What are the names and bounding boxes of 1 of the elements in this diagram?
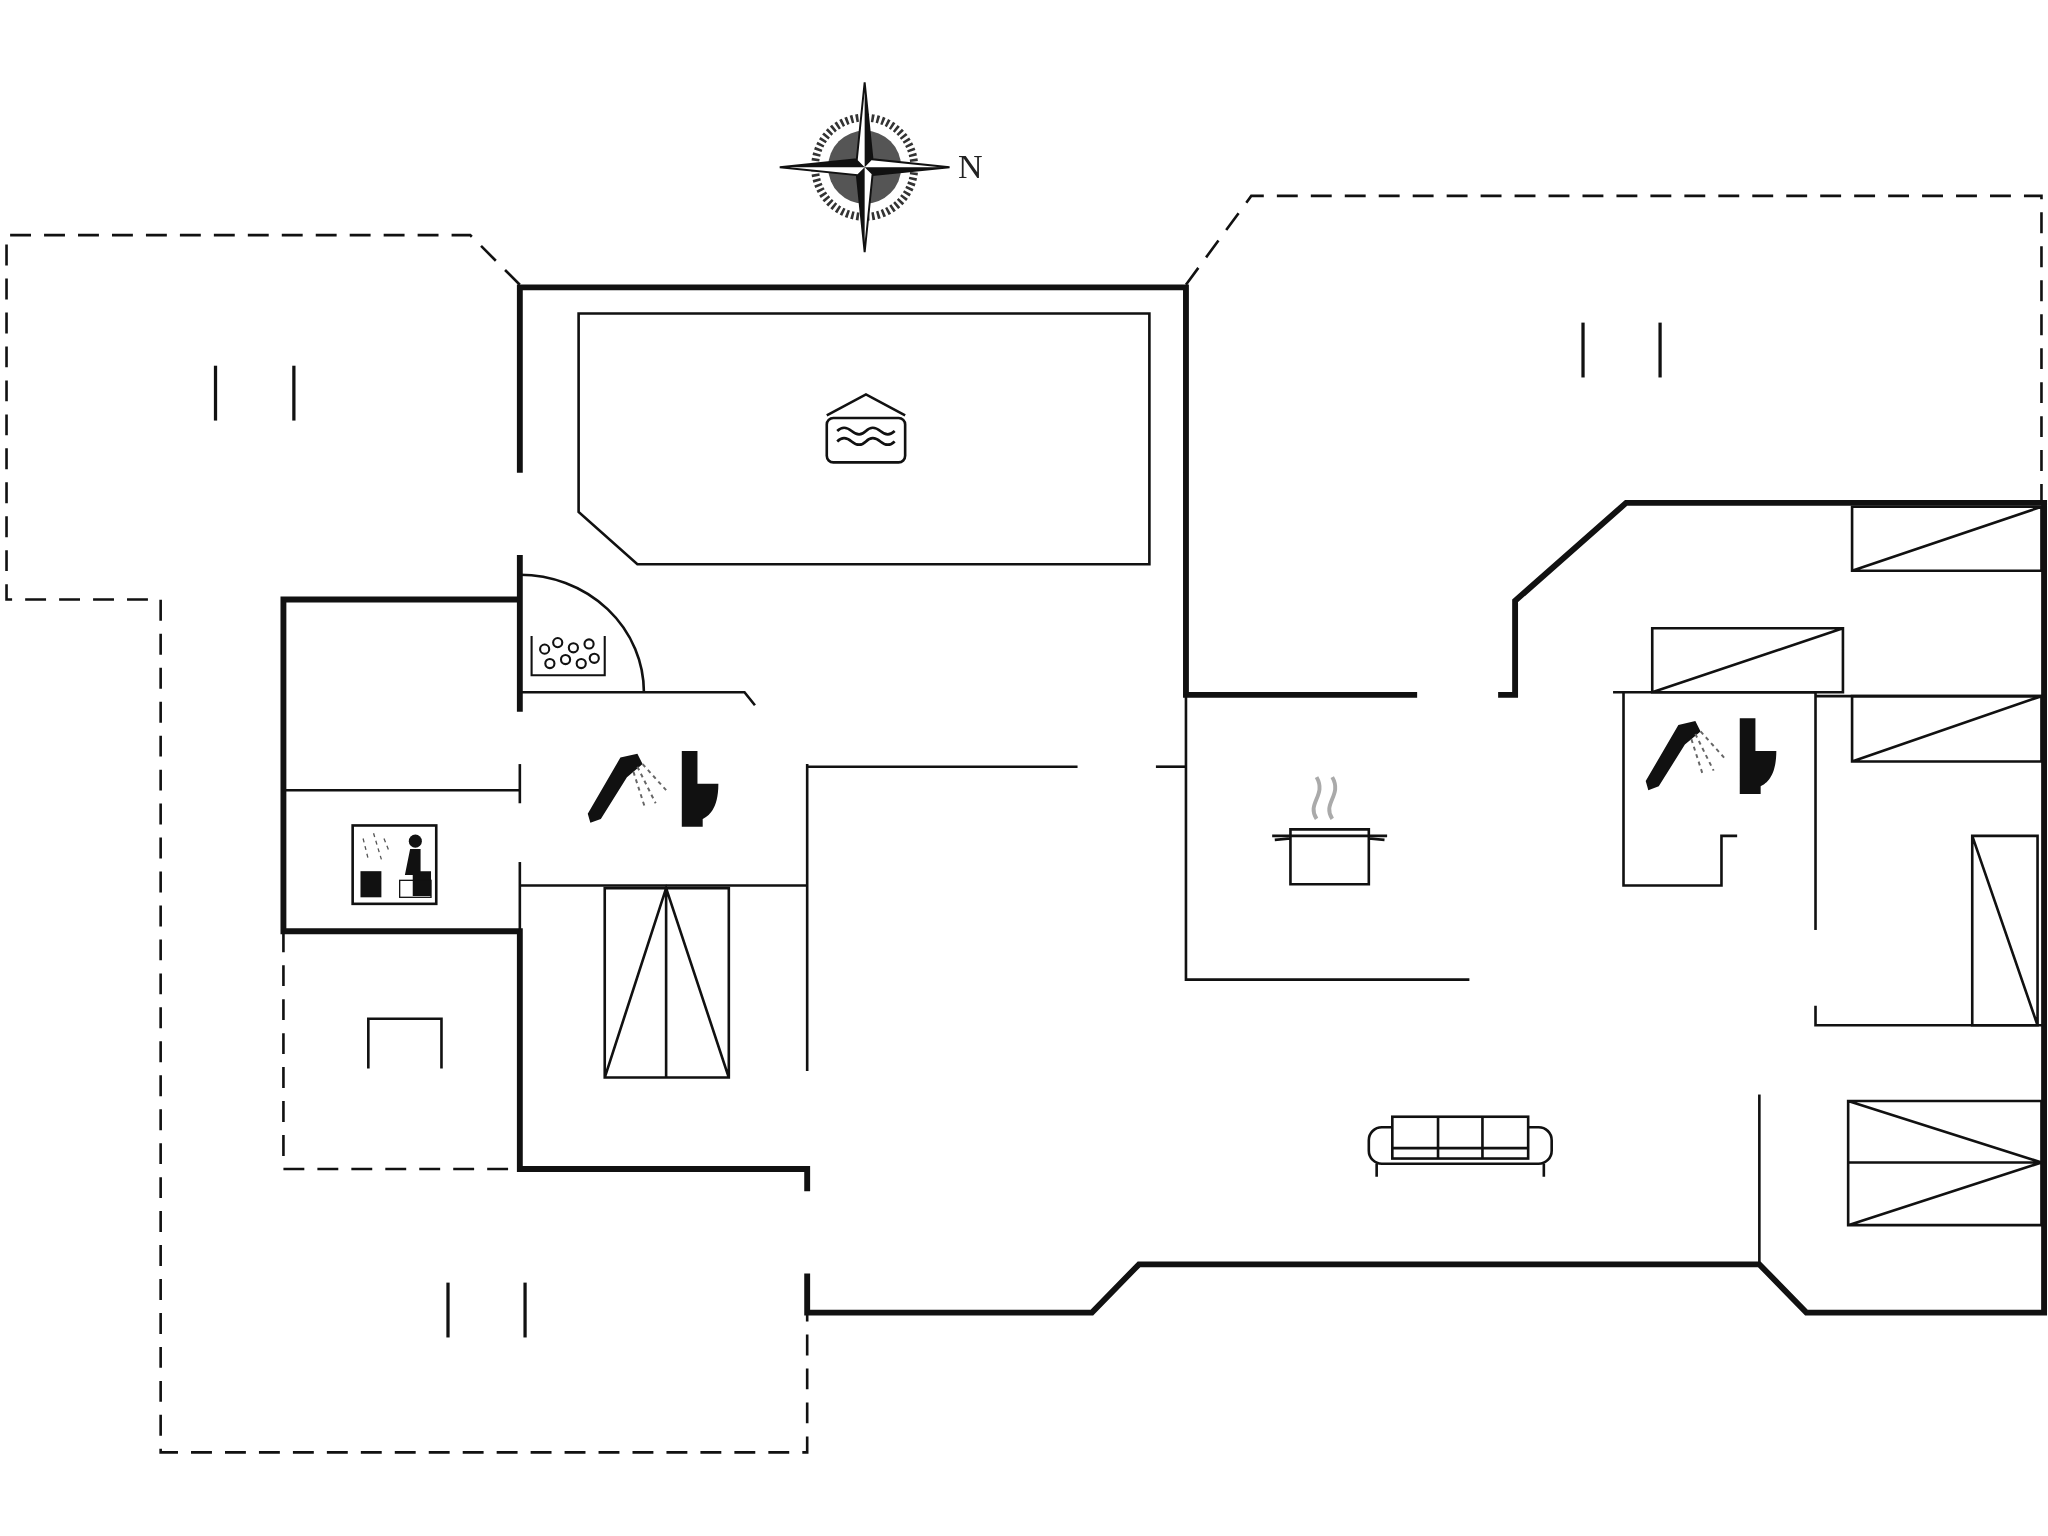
north-label: N (958, 150, 983, 184)
